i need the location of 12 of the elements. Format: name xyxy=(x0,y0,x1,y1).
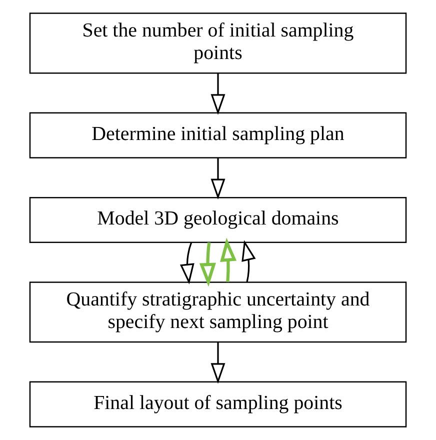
arrow xyxy=(210,158,226,200)
node-box: Final layout of sampling points xyxy=(29,381,407,428)
node-box: Model 3D geological domains xyxy=(29,196,407,244)
arrow xyxy=(220,238,237,282)
arrow xyxy=(180,242,194,284)
arrow xyxy=(199,242,216,287)
node-box: Quantify stratigraphic uncertainty and specify next sampling point xyxy=(29,282,407,343)
node-box: Determine initial sampling plan xyxy=(29,112,407,158)
node-box: Set the number of initial sampling points xyxy=(29,12,407,74)
arrow xyxy=(210,73,226,115)
arrow xyxy=(242,240,256,282)
arrow xyxy=(210,342,226,384)
